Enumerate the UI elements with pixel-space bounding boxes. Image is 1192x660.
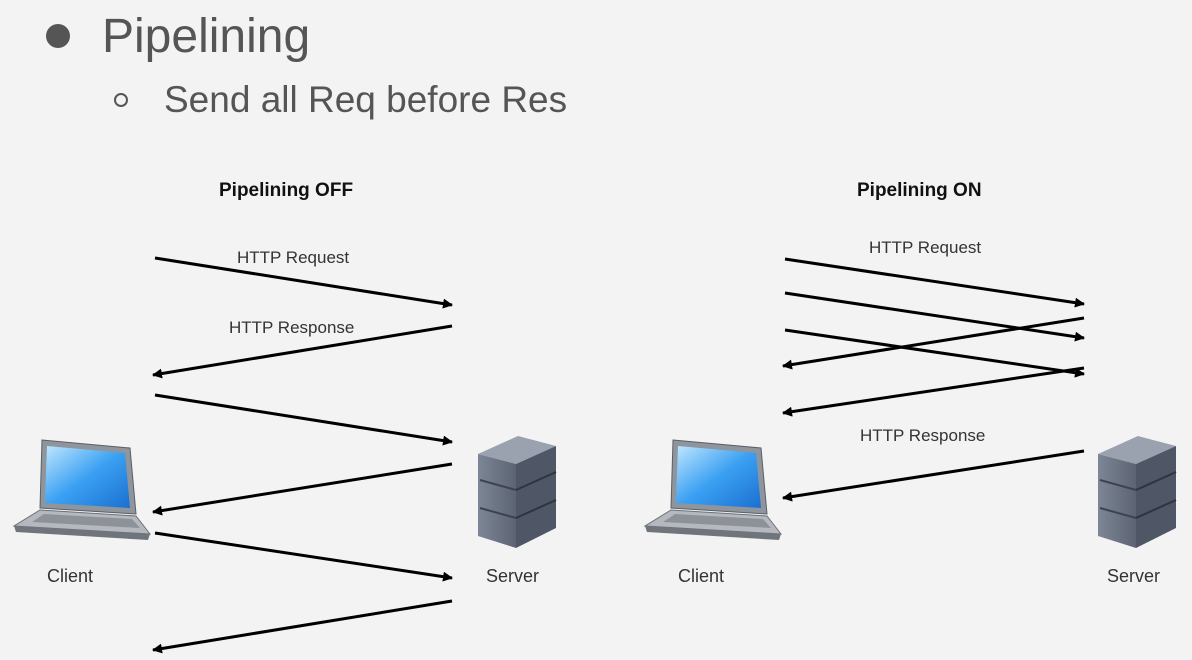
slide-heading: Pipelining: [102, 9, 311, 63]
right-request-arrow-2: [784, 291, 1085, 342]
right-request-arrow-1: [784, 257, 1085, 308]
left-request-arrow-1: [154, 256, 453, 309]
left-request-arrow-2: [154, 393, 453, 446]
bullet-ring: [114, 93, 128, 107]
laptop-icon: [12, 439, 152, 540]
server-icon: [478, 436, 557, 548]
left-response-arrow-1: [152, 324, 453, 379]
right-panel-title: Pipelining ON: [857, 180, 982, 201]
left-response-arrow-3: [152, 599, 453, 654]
subpoint-bullet: Send all Req before Res: [114, 72, 567, 128]
right-server-label: Server: [1107, 566, 1161, 586]
left-response-label: HTTP Response: [229, 318, 355, 337]
right-request-label: HTTP Request: [869, 238, 982, 257]
right-client-label: Client: [678, 566, 725, 586]
right-arrows: [782, 257, 1085, 502]
left-panel-title: Pipelining OFF: [219, 180, 354, 201]
bullet-dot: [46, 24, 70, 48]
right-request-arrow-3: [784, 328, 1085, 378]
right-response-arrow-3: [782, 449, 1085, 502]
left-server-label: Server: [486, 566, 540, 586]
left-request-arrow-3: [154, 531, 453, 582]
heading-bullet: Pipelining: [44, 4, 310, 68]
right-response-arrow-1: [782, 316, 1085, 370]
slide-subpoint: Send all Req before Res: [164, 79, 568, 120]
right-response-arrow-2: [782, 366, 1085, 417]
left-response-arrow-2: [152, 462, 453, 516]
left-request-label: HTTP Request: [237, 248, 350, 267]
left-client-label: Client: [47, 566, 94, 586]
laptop-icon: [643, 439, 783, 540]
server-icon: [1098, 436, 1177, 548]
left-arrows: [152, 256, 453, 654]
right-response-label: HTTP Response: [860, 426, 986, 445]
